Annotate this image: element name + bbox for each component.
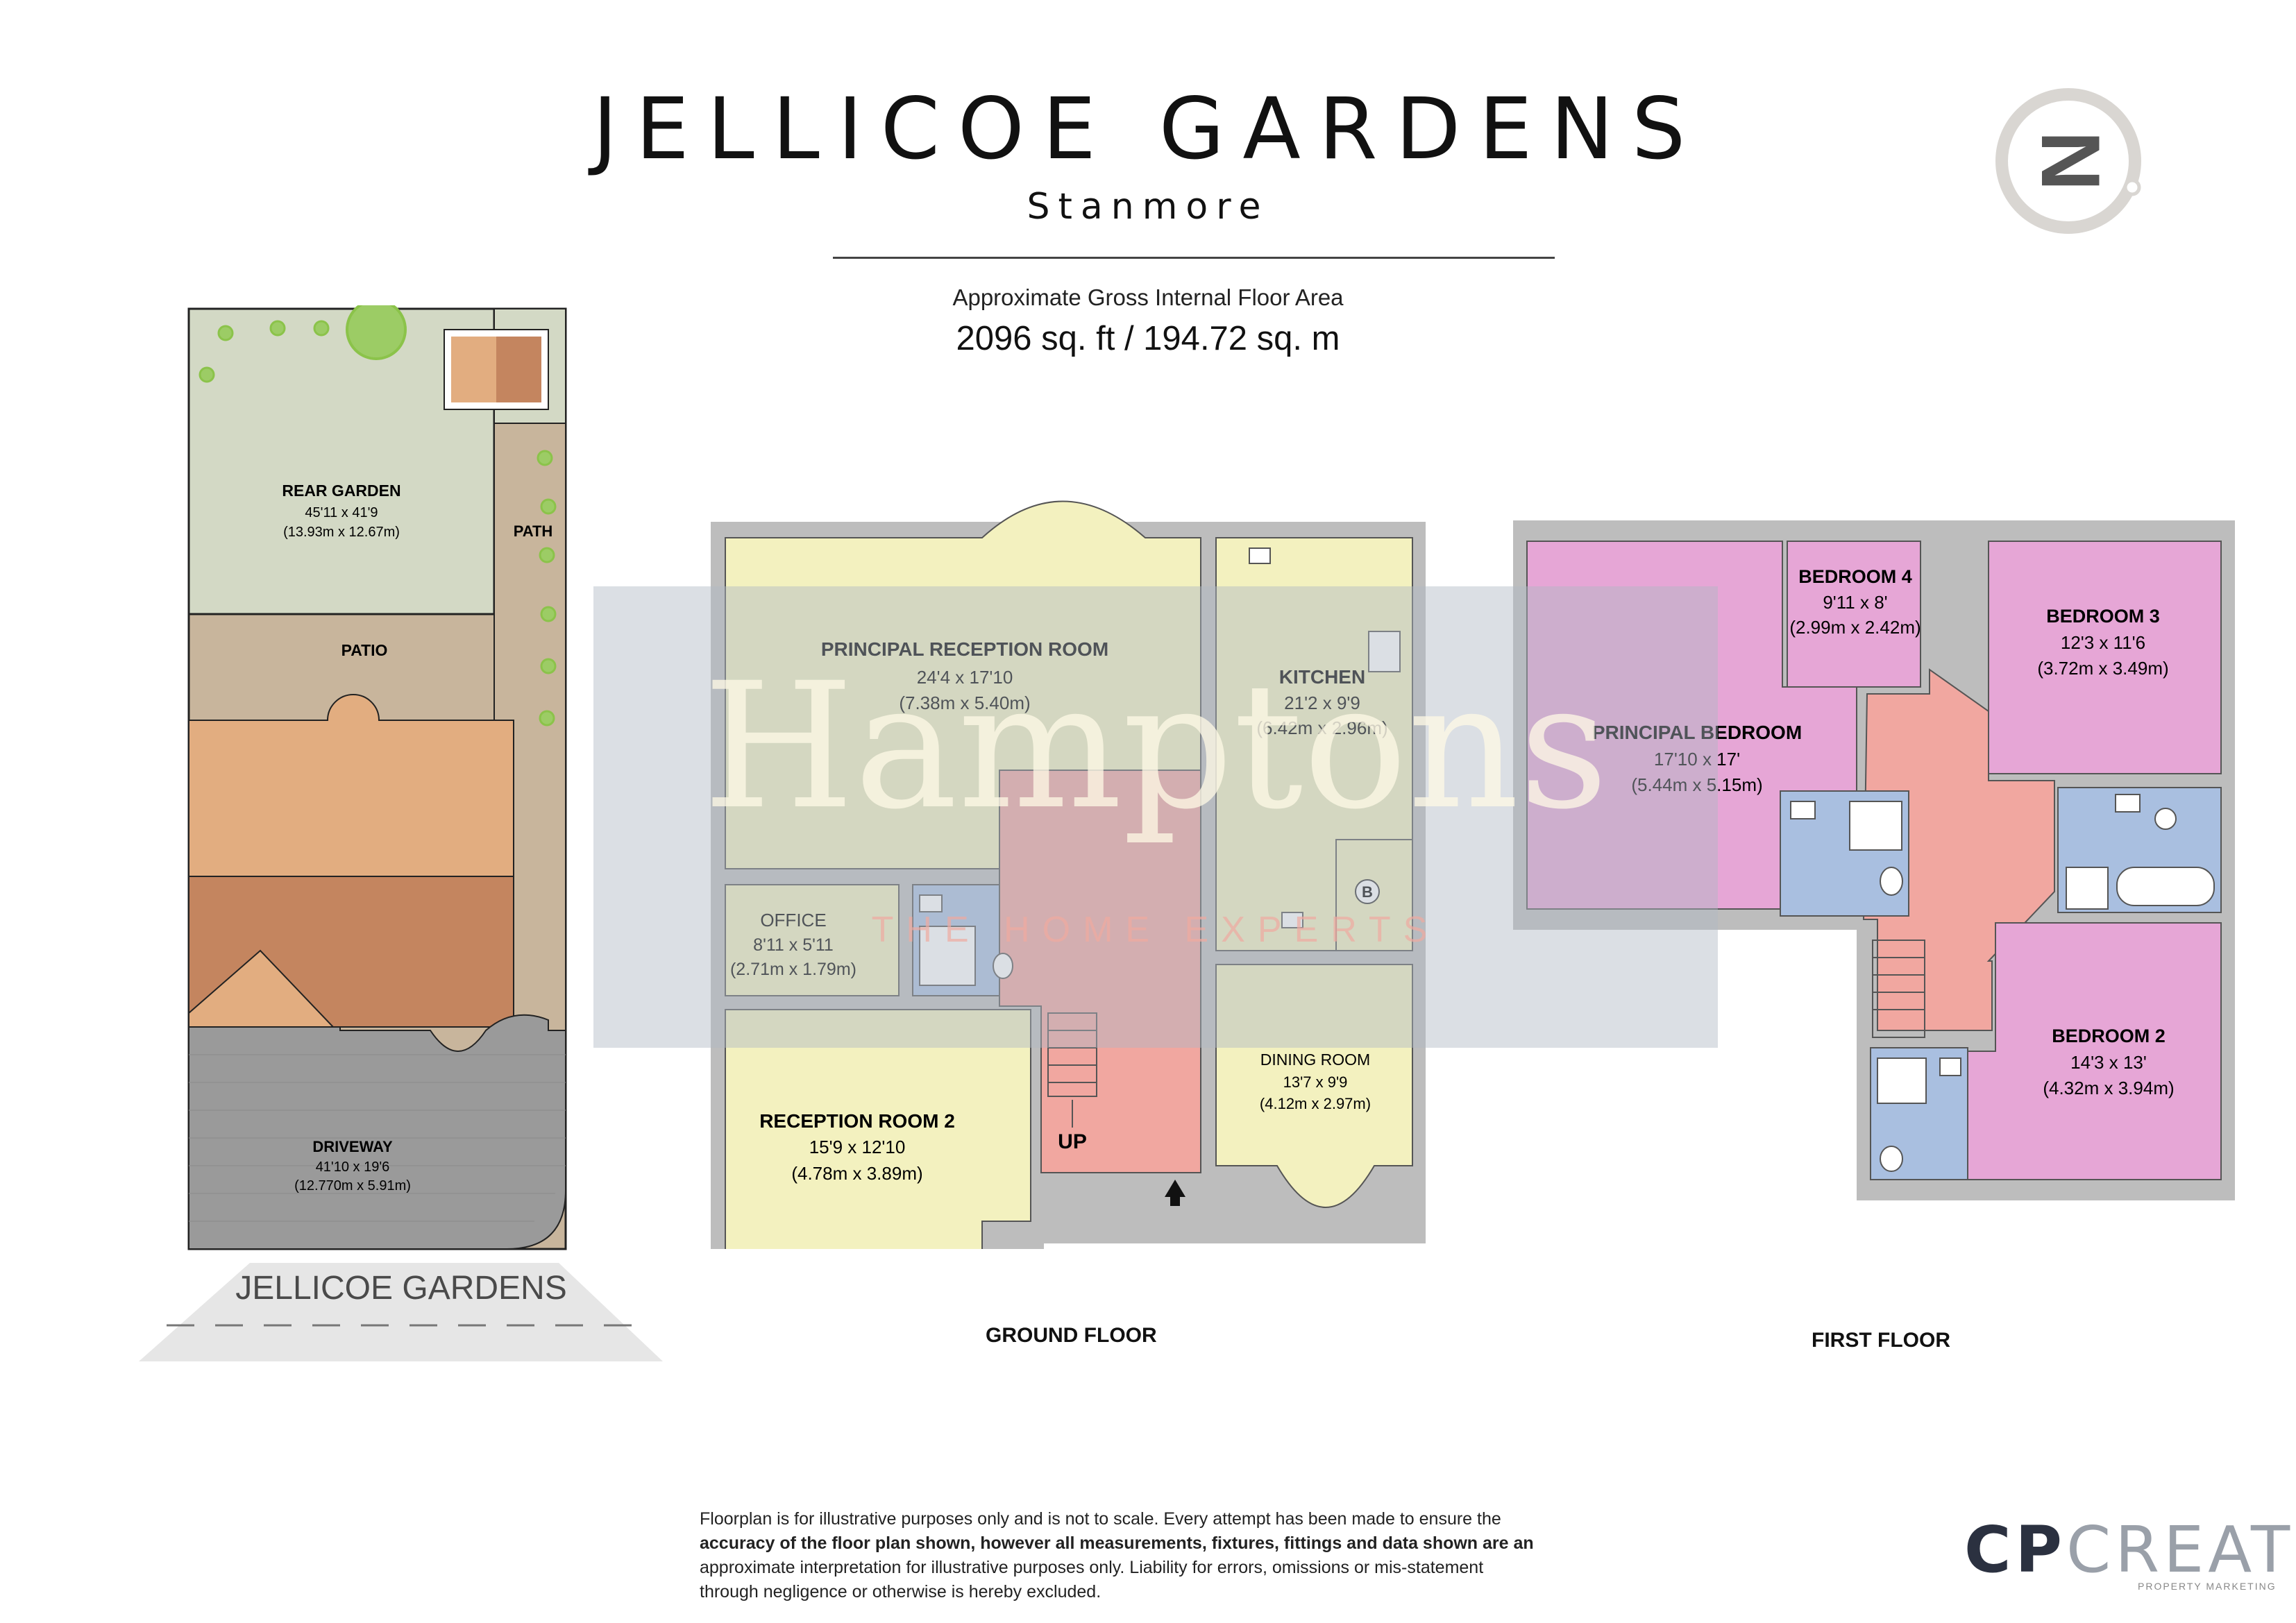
room-metric: (3.72m x 3.49m) [2037,658,2168,679]
toilet-icon [1880,867,1903,896]
sink-icon [1249,547,1271,564]
room-imperial: 15'9 x 12'10 [809,1137,906,1157]
room-metric: (4.32m x 3.94m) [2043,1078,2174,1098]
disclaimer-line: approximate interpretation for illustrat… [700,1558,1484,1577]
driveway-metric: (12.770m x 5.91m) [294,1178,411,1193]
room-imperial: 14'3 x 13' [2070,1052,2147,1073]
boiler-icon [1355,879,1380,904]
tree-icon [346,305,407,360]
boiler-label: B [1362,883,1373,901]
room-name: BEDROOM 3 [2046,606,2160,627]
entrance-arrow-icon [1165,1180,1185,1206]
ground-floor-plan: B PRINCIPAL RECEPTION ROOM 24'4 x 17'10 … [711,500,1426,1249]
stairs [1872,940,1925,1038]
page-title: JELLICOE GARDENS [592,80,1704,178]
room-imperial: 8'11 x 5'11 [753,935,834,955]
bedroom-3 [1988,541,2222,774]
room-metric: (2.99m x 2.42m) [1789,617,1921,638]
room-metric: (4.12m x 2.97m) [1260,1095,1371,1112]
bedroom-2 [1964,922,2222,1180]
room-metric: (6.42m x 2.96m) [1256,717,1387,738]
first-floor-label: FIRST FLOOR [1812,1329,1950,1352]
stairs [1047,1012,1097,1128]
room-metric: (7.38m x 5.40m) [899,692,1030,713]
bath-icon [2116,867,2215,906]
shower-icon [919,926,976,986]
office-room [725,884,900,996]
compass-letter: N [2024,131,2117,192]
disclaimer: Floorplan is for illustrative purposes o… [700,1507,1553,1604]
brand-tagline: PROPERTY MARKETING [2138,1581,2277,1592]
site-plan: JELLICOE GARDENS REAR GARDEN 45'11 x 41'… [139,305,663,1361]
road-name: JELLICOE GARDENS [235,1270,566,1307]
rear-garden-area [187,307,496,615]
hob-icon [1368,631,1401,672]
compass-icon: N [1995,88,2141,234]
shower-icon [1849,801,1902,851]
first-floor-plan: PRINCIPAL BEDROOM 17'10 x 17' (5.44m x 5… [1513,520,2235,1200]
room-metric: (4.78m x 3.89m) [791,1163,922,1184]
room-imperial: 24'4 x 17'10 [917,667,1013,688]
room-name: OFFICE [760,910,826,931]
ground-floor-label: GROUND FLOOR [986,1324,1157,1347]
dining-room [1215,964,1413,1208]
disclaimer-line: accuracy of the floor plan shown, howeve… [700,1533,1534,1553]
room-imperial: 17'10 x 17' [1654,749,1740,770]
rear-garden-imperial: 45'11 x 41'9 [305,505,378,520]
room-imperial: 9'11 x 8' [1823,592,1887,613]
room-metric: (5.44m x 5.15m) [1631,774,1762,795]
area-value: 2096 sq. ft / 194.72 sq. m [956,320,1340,357]
driveway-name: DRIVEWAY [312,1138,393,1155]
room-name: DINING ROOM [1260,1051,1370,1069]
page-subtitle: Stanmore [1027,186,1269,228]
toilet-icon [993,953,1013,979]
bedroom-4 [1787,541,1921,688]
stairs-up-label: UP [1058,1130,1087,1153]
watermark-tagline: THE HOME EXPERTS [871,910,1440,950]
room-name: BEDROOM 4 [1798,566,1912,587]
rear-garden-metric: (13.93m x 12.67m) [283,525,400,540]
road [139,1263,663,1361]
path-label: PATH [514,522,553,540]
room-name: KITCHEN [1279,666,1365,688]
area-label: Approximate Gross Internal Floor Area [952,284,1344,310]
reception-room-2 [725,1009,1031,1249]
brand-logo: CPCREATIVE [1964,1513,2296,1587]
hallway [999,770,1201,1173]
watermark-band [593,586,1718,1048]
driveway-area [188,1014,566,1250]
brand-light: CREATIVE [2066,1513,2296,1587]
room-name: RECEPTION ROOM 2 [759,1110,955,1132]
house-roof [188,694,514,877]
room-name: PRINCIPAL RECEPTION ROOM [821,638,1108,660]
room-imperial: 12'3 x 11'6 [2061,632,2145,653]
room-imperial: 21'2 x 9'9 [1284,692,1360,713]
watermark-logo: Hamptons [702,645,1609,847]
brand-strong: CP [1964,1513,2066,1587]
patio-label: PATIO [341,641,388,659]
room-name: BEDROOM 2 [2052,1026,2166,1046]
room-name: PRINCIPAL BEDROOM [1592,722,1802,743]
room-imperial: 13'7 x 9'9 [1283,1073,1348,1091]
shrubs [199,320,557,726]
disclaimer-line: through negligence or otherwise is hereb… [700,1582,1101,1601]
disclaimer-line: Floorplan is for illustrative purposes o… [700,1509,1501,1529]
title-divider [833,257,1555,259]
driveway-imperial: 41'10 x 19'6 [316,1159,390,1175]
room-metric: (2.71m x 1.79m) [730,960,856,979]
rear-garden-name: REAR GARDEN [282,482,400,500]
